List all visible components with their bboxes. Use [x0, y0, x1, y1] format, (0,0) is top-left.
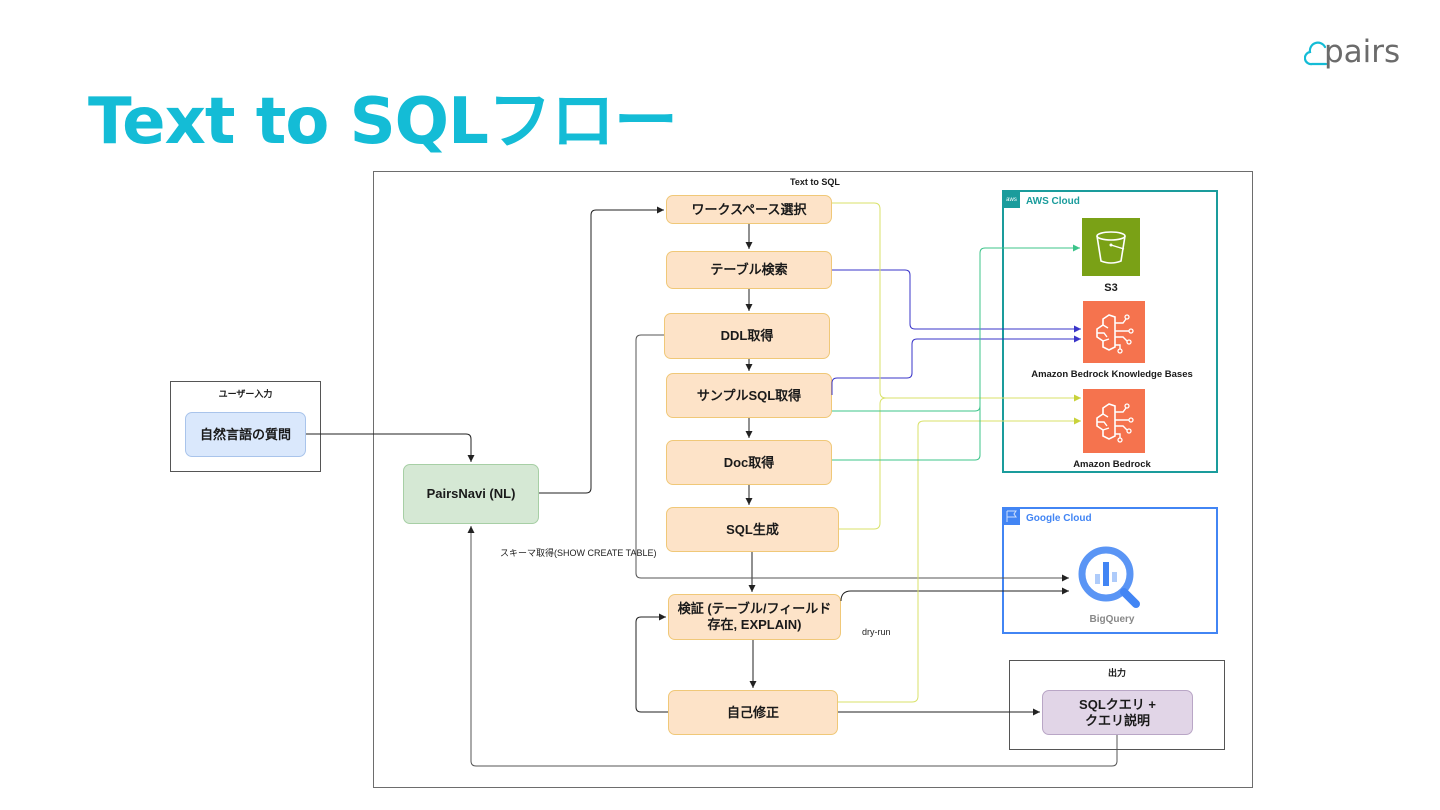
bedrock-label: Amazon Bedrock: [1073, 459, 1151, 470]
aws-logo-icon: aws: [1003, 191, 1020, 208]
bedrock-brain-icon: [1096, 403, 1134, 443]
cloud-logo-icon: [1304, 41, 1328, 66]
pairsnavi-label: PairsNavi (NL): [426, 486, 516, 501]
dry-run-edge-label: dry-run: [862, 627, 891, 637]
step-sample-sql-fetch[interactable]: サンプルSQL取得: [666, 373, 832, 418]
step-sql-generate[interactable]: SQL生成: [666, 507, 839, 552]
google-cloud-label: Google Cloud: [1026, 513, 1092, 524]
schema-fetch-edge-label: スキーマ取得(SHOW CREATE TABLE): [500, 548, 657, 558]
bigquery-label: BigQuery: [1089, 614, 1135, 625]
pairs-logo: pairs: [1304, 34, 1414, 74]
sql-query-output-node[interactable]: SQLクエリ + クエリ説明: [1042, 690, 1193, 735]
step-verify[interactable]: 検証 (テーブル/フィールド 存在, EXPLAIN): [668, 594, 841, 640]
step-table-search[interactable]: テーブル検索: [666, 251, 832, 289]
output-line-1: SQLクエリ +: [1079, 696, 1156, 712]
step-label: SQL生成: [726, 521, 779, 537]
aws-cloud-label: AWS Cloud: [1026, 196, 1080, 207]
bigquery-service[interactable]: [1072, 542, 1152, 614]
output-line-2: クエリ説明: [1084, 712, 1150, 728]
user-input-group-label: ユーザー入力: [218, 389, 273, 399]
output-group-label: 出力: [1107, 668, 1126, 678]
step-doc-fetch[interactable]: Doc取得: [666, 440, 832, 485]
step-ddl-fetch[interactable]: DDL取得: [664, 313, 830, 359]
pairsnavi-node[interactable]: PairsNavi (NL): [403, 464, 539, 524]
natural-language-question-label: 自然言語の質問: [199, 426, 291, 442]
gcp-flag-icon: [1003, 508, 1020, 525]
step-label: DDL取得: [720, 328, 774, 343]
bedrock-kb-service[interactable]: [1083, 301, 1145, 363]
slide-title: Text to SQLフロー: [88, 85, 678, 159]
step-self-correct[interactable]: 自己修正: [668, 690, 838, 735]
natural-language-question-node[interactable]: 自然言語の質問: [185, 412, 306, 457]
logo-text: pairs: [1324, 34, 1401, 70]
step-label: Doc取得: [723, 454, 775, 470]
diagram-frame: [373, 171, 1253, 788]
bigquery-icon: [1078, 546, 1140, 608]
bedrock-brain-icon: [1096, 314, 1134, 354]
step-label: ワークスペース選択: [691, 201, 807, 217]
s3-service[interactable]: [1082, 218, 1140, 276]
step-label: テーブル検索: [710, 262, 788, 277]
bedrock-service[interactable]: [1083, 389, 1145, 453]
s3-bucket-icon: [1096, 231, 1126, 264]
step-label: 自己修正: [726, 704, 779, 720]
s3-label: S3: [1104, 282, 1118, 294]
frame-label: Text to SQL: [790, 177, 840, 187]
bedrock-kb-label: Amazon Bedrock Knowledge Bases: [1031, 369, 1193, 380]
step-label: サンプルSQL取得: [696, 387, 802, 403]
step-label: 検証 (テーブル/フィールド 存在, EXPLAIN): [677, 601, 832, 632]
step-workspace-select[interactable]: ワークスペース選択: [666, 195, 832, 224]
